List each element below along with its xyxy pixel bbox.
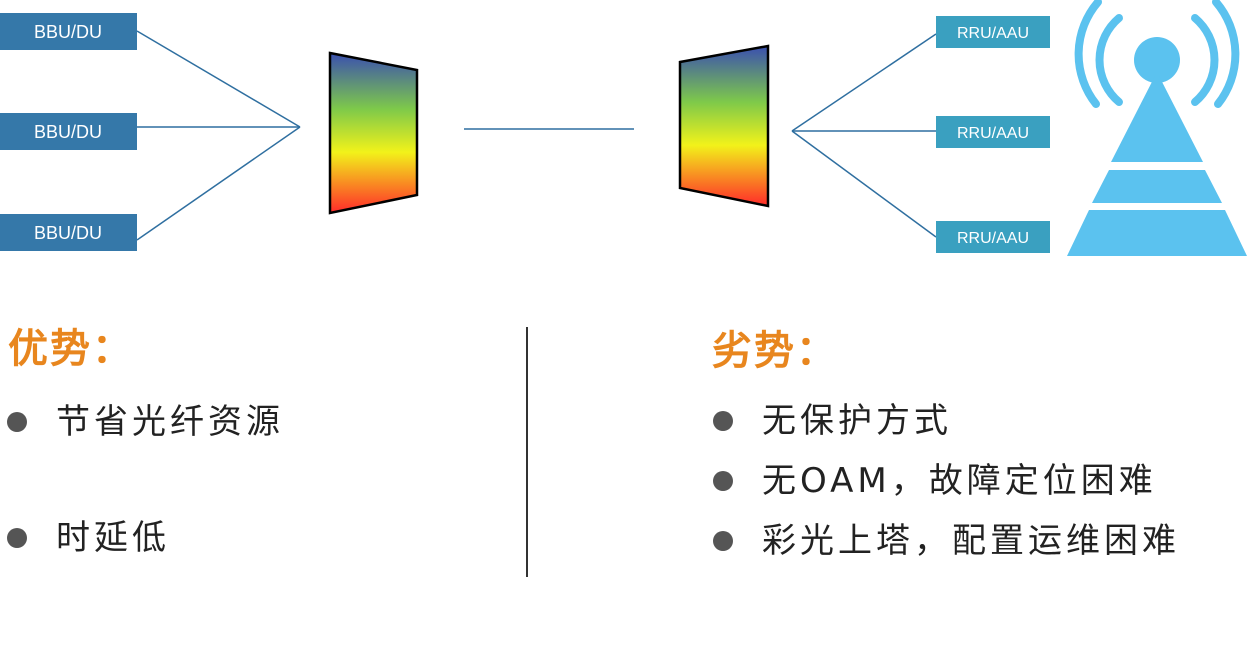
list-item: 无OAM，故障定位困难 bbox=[706, 457, 1180, 505]
bullet-dot-icon bbox=[713, 531, 733, 551]
list-item: 无保护方式 bbox=[706, 397, 1180, 445]
bbu-line-1 bbox=[136, 30, 301, 128]
bbu-box-label: BBU/DU bbox=[34, 22, 102, 42]
bbu-box-1: BBU/DU bbox=[0, 13, 137, 50]
advantages-heading: 优势： bbox=[8, 326, 134, 372]
rru-box-3: RRU/AAU bbox=[936, 221, 1050, 253]
cell-tower-icon bbox=[1067, 0, 1247, 256]
list-item-text: 无OAM，故障定位困难 bbox=[762, 461, 1157, 501]
bbu-line-3 bbox=[136, 126, 301, 241]
disadvantages-list: 无保护方式 无OAM，故障定位困难 彩光上塔，配置运维困难 bbox=[706, 397, 1180, 577]
rru-line-3 bbox=[791, 130, 937, 238]
bullet-dot-icon bbox=[713, 471, 733, 491]
wavelength-demux-icon bbox=[678, 44, 770, 208]
rru-box-1: RRU/AAU bbox=[936, 16, 1050, 48]
rru-box-label: RRU/AAU bbox=[957, 230, 1029, 247]
section-divider bbox=[526, 327, 528, 577]
bbu-box-label: BBU/DU bbox=[34, 223, 102, 243]
rru-connector-lines bbox=[791, 33, 937, 238]
network-diagram: BBU/DU BBU/DU BBU/DU RRU/AAU RRU/AAU RRU… bbox=[0, 0, 1247, 256]
list-item-text: 时延低 bbox=[56, 518, 170, 558]
list-item-text: 无保护方式 bbox=[762, 401, 952, 441]
rru-line-1 bbox=[791, 33, 937, 132]
rru-box-label: RRU/AAU bbox=[957, 125, 1029, 142]
rru-box-2: RRU/AAU bbox=[936, 116, 1050, 148]
bullet-dot-icon bbox=[713, 411, 733, 431]
bullet-dot-icon bbox=[7, 528, 27, 548]
advantages-list: 节省光纤资源 时延低 bbox=[0, 393, 284, 625]
bbu-box-3: BBU/DU bbox=[0, 214, 137, 251]
list-item: 彩光上塔，配置运维困难 bbox=[706, 517, 1180, 565]
bbu-connector-lines bbox=[136, 30, 301, 241]
bullet-dot-icon bbox=[7, 412, 27, 432]
list-item-text: 节省光纤资源 bbox=[56, 402, 284, 442]
list-item: 节省光纤资源 bbox=[0, 393, 284, 451]
wavelength-mux-icon bbox=[328, 51, 419, 215]
rru-box-label: RRU/AAU bbox=[957, 25, 1029, 42]
bbu-box-label: BBU/DU bbox=[34, 122, 102, 142]
list-item-text: 彩光上塔，配置运维困难 bbox=[762, 521, 1180, 561]
disadvantages-heading: 劣势： bbox=[712, 328, 838, 374]
bbu-box-2: BBU/DU bbox=[0, 113, 137, 150]
list-item: 时延低 bbox=[0, 509, 284, 567]
